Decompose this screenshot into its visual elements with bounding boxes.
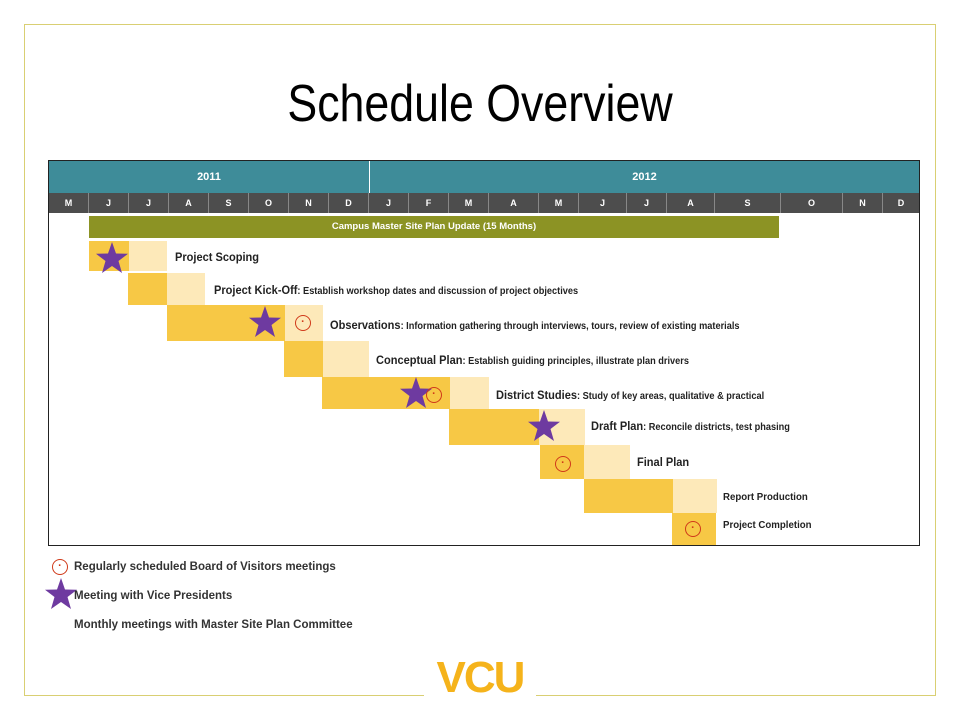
- task-bar-kickoff: [128, 273, 167, 305]
- task-name: Final Plan: [637, 455, 690, 469]
- month-cell: J: [369, 193, 409, 213]
- task-name: Report Production: [723, 491, 808, 503]
- task-name: Draft Plan: [591, 419, 644, 433]
- board-meeting-icon: ·: [555, 456, 571, 472]
- task-desc: : Information gathering through intervie…: [400, 321, 740, 332]
- month-cell: J: [627, 193, 667, 213]
- task-name: Conceptual Plan: [376, 353, 463, 367]
- task-name: Project Kick-Off: [214, 283, 298, 297]
- task-label-final: Final Plan: [637, 455, 689, 469]
- task-label-completion: Project Completion: [723, 519, 812, 531]
- vcu-logo: VCU: [424, 656, 536, 700]
- year-divider: [369, 161, 370, 193]
- month-cell: D: [897, 198, 905, 208]
- month-cell: J: [89, 193, 129, 213]
- month-cell: A: [169, 193, 209, 213]
- month-cell: J: [579, 193, 627, 213]
- month-cell: N: [843, 193, 883, 213]
- month-cell: A: [489, 193, 539, 213]
- month-cell: M: [449, 193, 489, 213]
- logo-text: VCU: [436, 653, 526, 702]
- task-label-draft: Draft Plan: Reconcile districts, test ph…: [591, 419, 790, 433]
- month-cell: F: [409, 193, 449, 213]
- month-cell: N: [289, 193, 329, 213]
- task-label-district: District Studies: Study of key areas, qu…: [496, 388, 764, 402]
- month-cell: J: [129, 193, 169, 213]
- task-bar-final-extension: [584, 445, 630, 479]
- board-meeting-icon: ·: [52, 559, 68, 575]
- board-meeting-icon: ·: [426, 387, 442, 403]
- legend-vp-text: Meeting with Vice Presidents: [74, 590, 233, 602]
- gantt-chart: 2011 2012 M J J A S O N D J F M A M J J …: [48, 160, 920, 546]
- month-cell: S: [209, 193, 249, 213]
- task-desc: : Study of key areas, qualitative & prac…: [576, 391, 765, 402]
- task-bar-conceptual: [284, 341, 323, 377]
- task-bar-district-extension: [450, 377, 489, 409]
- task-bar-report-extension: [673, 479, 717, 513]
- task-label-kickoff: Project Kick-Off: Establish workshop dat…: [214, 283, 578, 297]
- project-band: Campus Master Site Plan Update (15 Month…: [89, 216, 779, 238]
- task-name: Project Completion: [723, 519, 812, 531]
- task-name: Observations: [330, 318, 401, 332]
- year-2011: 2011: [49, 161, 369, 193]
- task-bar-draft: [449, 409, 539, 445]
- task-label-report: Report Production: [723, 491, 808, 503]
- task-bar-conceptual-extension: [323, 341, 369, 377]
- task-label-observations: Observations: Information gathering thro…: [330, 318, 740, 332]
- task-name: Project Scoping: [175, 250, 260, 264]
- task-bar-kickoff-extension: [167, 273, 205, 305]
- board-meeting-icon: ·: [685, 521, 701, 537]
- star-icon: [528, 410, 560, 441]
- month-cell: O: [781, 193, 843, 213]
- star-icon: [45, 578, 77, 609]
- task-desc: : Reconcile districts, test phasing: [643, 422, 790, 433]
- month-cell: S: [715, 193, 781, 213]
- task-bar-scoping-extension: [129, 241, 167, 271]
- month-cell: O: [249, 193, 289, 213]
- task-label-scoping: Project Scoping: [175, 250, 259, 264]
- month-cell: A: [667, 193, 715, 213]
- board-meeting-icon: ·: [295, 315, 311, 331]
- legend-board-text: Regularly scheduled Board of Visitors me…: [74, 561, 336, 573]
- star-icon: [96, 242, 128, 273]
- year-2012: 2012: [370, 161, 919, 193]
- task-desc: : Establish workshop dates and discussio…: [297, 286, 579, 297]
- month-cell: D: [329, 193, 369, 213]
- month-cell: M: [539, 193, 579, 213]
- task-desc: : Establish guiding principles, illustra…: [462, 356, 689, 367]
- task-label-conceptual: Conceptual Plan: Establish guiding princ…: [376, 353, 689, 367]
- month-cell: M: [49, 193, 89, 213]
- month-row: [49, 193, 919, 213]
- task-name: District Studies: [496, 388, 577, 402]
- page-title: Schedule Overview: [287, 75, 673, 133]
- star-icon: [400, 377, 432, 408]
- task-bar-report: [584, 479, 673, 513]
- legend-committee-text: Monthly meetings with Master Site Plan C…: [74, 619, 353, 631]
- star-icon: [249, 306, 281, 337]
